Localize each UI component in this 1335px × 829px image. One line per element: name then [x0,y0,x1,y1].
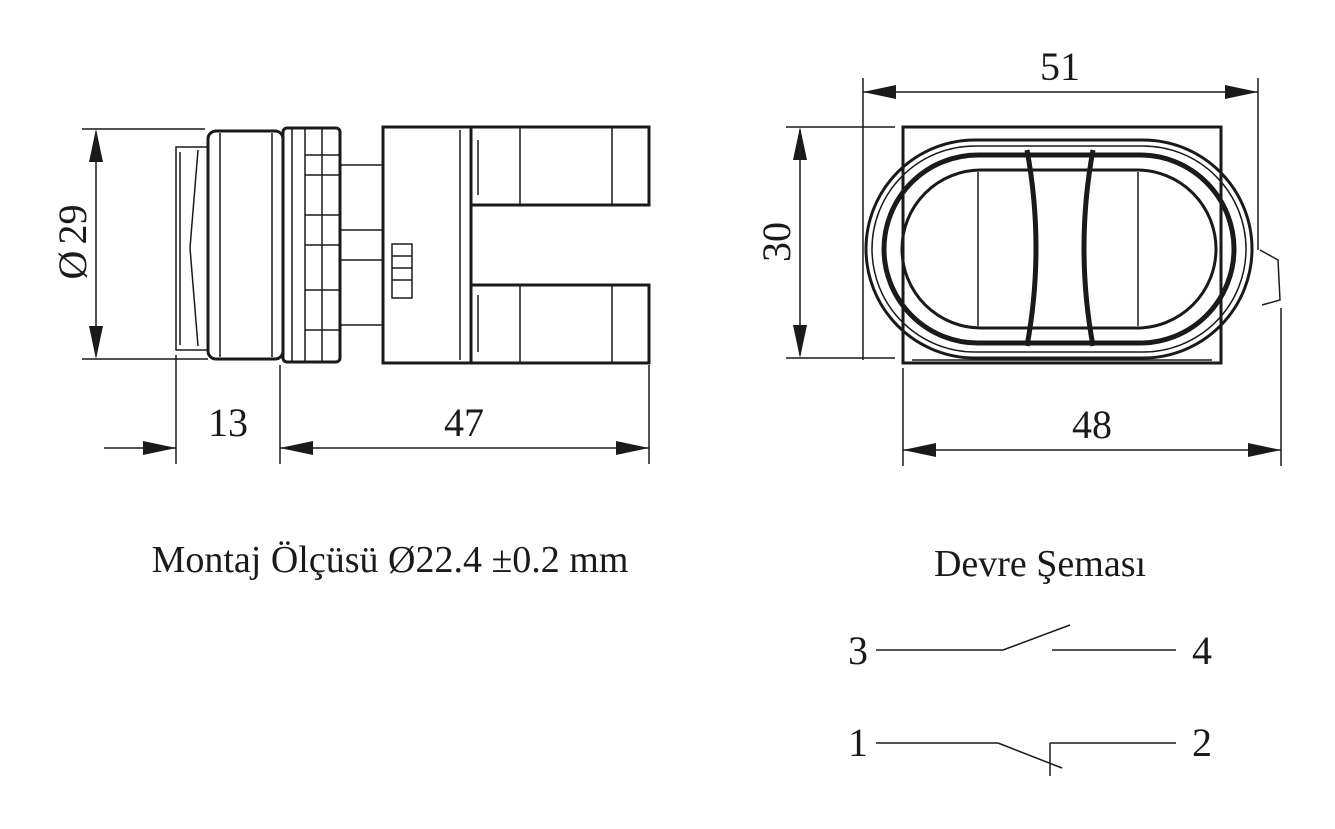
mounting-caption: Montaj Ölçüsü Ø22.4 ±0.2 mm [152,539,629,581]
svg-text:Ø29: Ø 29 [50,205,95,280]
body-length-label: 47 [444,400,484,445]
front-view [864,125,1281,365]
terminal-1: 1 [848,720,868,765]
terminal-2: 2 [1192,720,1212,765]
top-width-label: 51 [1040,44,1080,89]
contact-no: 3 4 [848,624,1212,673]
terminal-3: 3 [848,628,868,673]
diameter-dimension: Ø 29 [50,128,208,360]
terminal-4: 4 [1192,628,1212,673]
front-depth-label: 13 [208,400,248,445]
length-dimensions: 13 47 [104,355,650,464]
top-width-dimension: 51 [862,44,1259,360]
height-dimension: 30 [754,126,895,359]
height-label: 30 [754,222,799,262]
bottom-width-label: 48 [1072,402,1112,447]
contact-nc: 1 2 [848,720,1212,776]
circuit-title: Devre Şeması [934,543,1146,585]
diameter-value: 29 [50,205,95,245]
side-view [175,125,651,365]
diameter-symbol: Ø [50,251,95,280]
bottom-width-dimension: 48 [902,308,1282,466]
